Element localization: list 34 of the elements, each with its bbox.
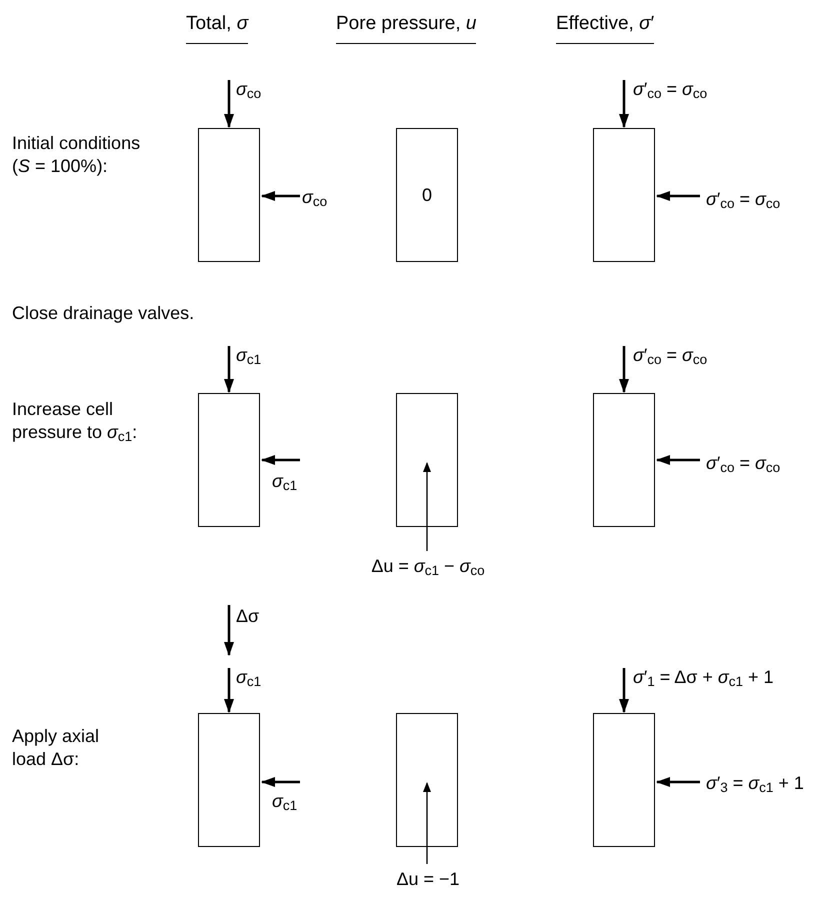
specimen-box (396, 128, 458, 262)
specimen-box (396, 393, 458, 527)
pore-pressure-value: 0 (422, 184, 432, 206)
stress-label: σ$_{c1}$ (272, 790, 298, 815)
stress-label: σ′$_{3}$ = σ$_{c1}$ + 1 (706, 772, 804, 797)
stress-label: σ$_{c1}$ (272, 470, 298, 495)
column-heading: Total, σ (186, 10, 248, 44)
specimen-box (593, 128, 655, 262)
stress-label: σ′$_{co}$ = σ$_{co}$ (706, 452, 780, 477)
stress-label: σ$_{c1}$ (236, 666, 262, 691)
arrow (423, 462, 431, 551)
stress-label: σ′$_{co}$ = σ$_{co}$ (706, 188, 780, 213)
stress-label: σ′$_{co}$ = σ$_{co}$ (633, 78, 708, 103)
stress-label: σ′$_{1}$ = Δσ + σ$_{c1}$ + 1 (633, 666, 774, 691)
stress-label: σ$_{co}$ (236, 78, 262, 103)
pore-pressure-change-label: Δu = σ$_{c1}$ − σ$_{co}$ (371, 553, 485, 580)
step-label: Initial conditions (S = 100%): (12, 132, 142, 177)
pore-pressure-change-label: Δu = −1 (396, 866, 460, 893)
stress-label: σ$_{co}$ (302, 186, 328, 211)
step-label: Close drainage valves. (12, 302, 196, 324)
step-label: Apply axial load Δσ: (12, 725, 100, 770)
step-label: Increase cell pressure to σ$_{c1}$: (12, 398, 138, 443)
specimen-box (198, 128, 260, 262)
specimen-box (593, 393, 655, 527)
specimen-box (396, 713, 458, 847)
stress-label: σ′$_{co}$ = σ$_{co}$ (633, 344, 708, 369)
column-heading: Effective, σ′ (556, 10, 654, 44)
column-heading: Pore pressure, u (336, 10, 476, 44)
specimen-box (198, 393, 260, 527)
stress-label: Δσ (236, 605, 260, 628)
specimen-box (593, 713, 655, 847)
stress-label: σ$_{c1}$ (236, 344, 262, 369)
arrow (423, 782, 431, 864)
specimen-box (198, 713, 260, 847)
